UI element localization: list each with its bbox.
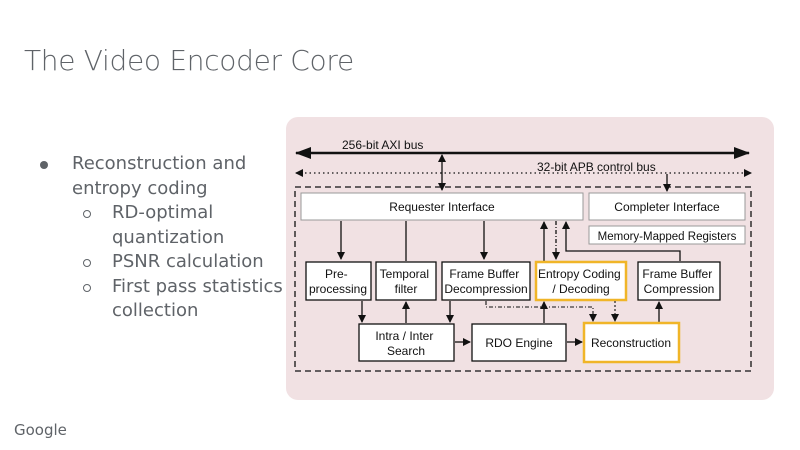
requester-interface-block [300, 192, 584, 221]
preprocessing-label: Pre- processing [309, 267, 367, 296]
fbdecomp-label-line2: Decompression [444, 282, 527, 296]
temporal-filter-label-line2: filter [395, 282, 418, 296]
bullet-text: Reconstruction and entropy coding [72, 153, 247, 199]
intra-label-line2: Search [387, 344, 425, 358]
intra-inter-search-label: Intra / Inter Search [375, 329, 436, 358]
preprocessing-label-line1: Pre- [325, 267, 348, 281]
intra-inter-search-block [358, 323, 455, 362]
preprocessing-block [305, 261, 372, 301]
frame-buffer-compression-block [637, 261, 721, 301]
bullet-list: Reconstruction and entropy coding RD-opt… [38, 152, 302, 324]
bullet-item: Reconstruction and entropy coding [38, 152, 272, 201]
entropy-coding-label: Entropy Coding / Decoding [538, 267, 624, 296]
sub-bullet-text: First pass statistics collection [112, 275, 283, 322]
frame-buffer-decompression-label: Frame Buffer Decompression [444, 267, 527, 296]
rdo-engine-block [471, 323, 567, 362]
slide-title: The Video Encoder Core [24, 44, 354, 77]
fbcomp-label-line1: Frame Buffer [642, 267, 712, 281]
bullet-dot-icon [40, 161, 48, 169]
sub-bullet-text: PSNR calculation [112, 251, 264, 272]
sub-bullet-circle-icon [83, 259, 91, 267]
sub-bullet-circle-icon [83, 283, 91, 292]
google-logo: Google [14, 421, 67, 439]
memory-mapped-registers-block [588, 225, 746, 245]
sub-bullet-item: PSNR calculation [38, 250, 302, 275]
fbcomp-label-line2: Compression [644, 282, 715, 296]
requester-interface-label: Requester Interface [389, 200, 495, 214]
dashdot-fbdecomp-recon [485, 301, 597, 322]
sub-bullet-item: RD-optimal quantization [38, 201, 302, 250]
arrow-fbcomp-requester [562, 221, 681, 261]
temporal-filter-block [375, 261, 437, 301]
rdo-engine-label: RDO Engine [485, 336, 553, 350]
temporal-filter-label-line1: Temporal [380, 267, 429, 281]
sub-bullet-item: First pass statistics collection [38, 275, 302, 324]
completer-interface-label: Completer Interface [614, 200, 720, 214]
entropy-label-line2: / Decoding [552, 282, 609, 296]
sub-bullet-circle-icon [83, 210, 91, 218]
fbdecomp-label-line1: Frame Buffer [449, 267, 519, 281]
entropy-label-line1: Entropy Coding [538, 267, 621, 281]
axi-bus-label: 256-bit AXI bus [342, 138, 423, 152]
entropy-coding-block [534, 260, 628, 302]
intra-label-line1: Intra / Inter [375, 329, 433, 343]
apb-bus-label: 32-bit APB control bus [537, 160, 656, 174]
frame-buffer-compression-label: Frame Buffer Compression [642, 267, 715, 296]
temporal-filter-label: Temporal filter [380, 267, 433, 296]
sub-bullet-text: RD-optimal quantization [112, 202, 225, 248]
reconstruction-label: Reconstruction [591, 336, 671, 350]
memory-mapped-registers-label: Memory-Mapped Registers [598, 231, 737, 243]
frame-buffer-decompression-block [441, 261, 531, 301]
reconstruction-block [582, 321, 681, 364]
preprocessing-label-line2: processing [309, 282, 367, 296]
completer-interface-block [588, 192, 746, 221]
